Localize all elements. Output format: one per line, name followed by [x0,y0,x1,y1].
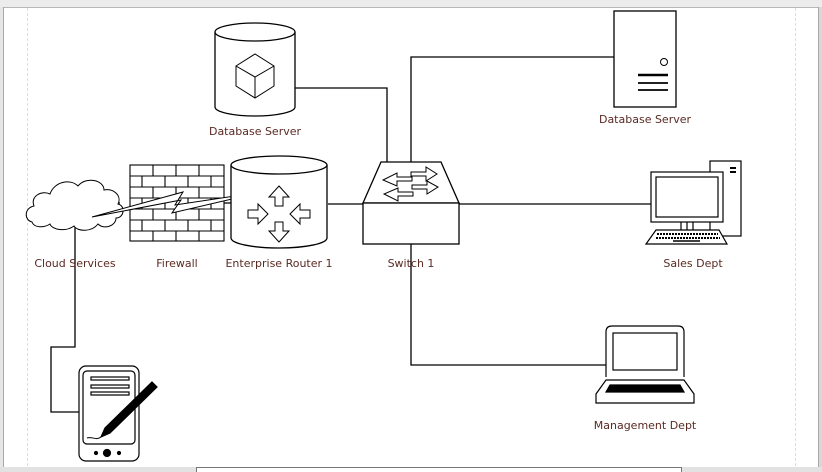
database-server-1-label: Database Server [208,125,302,138]
sales-dept-label: Sales Dept [663,257,723,270]
management-dept-label: Management Dept [593,419,697,432]
tablet-stylus-icon[interactable] [78,365,158,462]
switch-label: Switch 1 [387,257,435,270]
enterprise-router-label: Enterprise Router 1 [225,257,333,270]
cloud-icon[interactable] [25,179,124,231]
laptop-icon[interactable] [595,325,695,404]
page-margin-guide-left [27,8,28,466]
left-page-edge [0,7,4,472]
cloud-services-label: Cloud Services [34,257,116,270]
switch-icon[interactable] [362,161,460,245]
firewall-label: Firewall [156,257,198,270]
vertical-scrollbar[interactable] [818,7,822,472]
server-tower-icon[interactable] [613,10,677,108]
horizontal-ruler [0,0,822,8]
horizontal-scrollbar-thumb[interactable] [196,467,682,472]
desktop-computer-icon[interactable] [644,160,742,245]
database-cylinder-icon[interactable] [214,22,296,117]
router-icon[interactable] [230,155,328,249]
database-server-2-label: Database Server [598,113,692,126]
page-margin-guide-right [795,8,796,466]
edge-db1-switch[interactable] [295,87,388,162]
